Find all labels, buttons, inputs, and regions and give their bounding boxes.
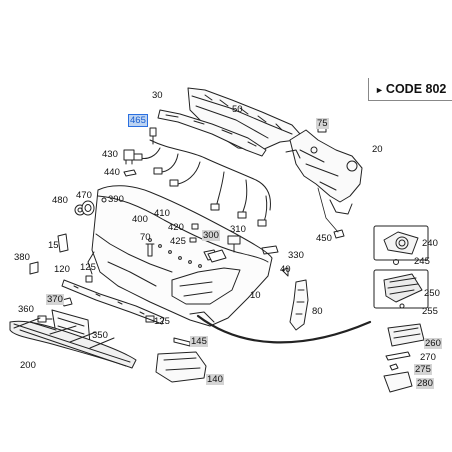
part-125-clip-upper: [85, 275, 93, 283]
part-label-390[interactable]: 390: [108, 194, 124, 205]
part-145-strip: [173, 337, 191, 347]
part-360-screw: [37, 315, 53, 323]
part-245-clip: [393, 259, 399, 265]
part-255-clip: [399, 303, 405, 309]
part-120-rail: [61, 279, 165, 325]
part-label-465[interactable]: 465: [128, 114, 148, 127]
part-label-15[interactable]: 15: [48, 240, 59, 251]
part-label-280[interactable]: 280: [416, 378, 434, 389]
part-label-275[interactable]: 275: [414, 364, 432, 375]
part-label-440[interactable]: 440: [104, 167, 120, 178]
part-470-sensor: [81, 200, 95, 216]
part-label-140[interactable]: 140: [206, 374, 224, 385]
part-200-mesh-grille: [9, 317, 137, 369]
part-label-270[interactable]: 270: [420, 352, 436, 363]
part-label-10[interactable]: 10: [250, 290, 261, 301]
part-label-450[interactable]: 450: [316, 233, 332, 244]
part-330-bracket: [261, 245, 279, 255]
part-label-400[interactable]: 400: [132, 214, 148, 225]
part-label-70[interactable]: 70: [140, 232, 151, 243]
code-box: ►CODE 802: [368, 78, 452, 101]
part-250-grille: [373, 269, 429, 309]
part-label-420[interactable]: 420: [168, 222, 184, 233]
part-label-480[interactable]: 480: [52, 195, 68, 206]
part-label-410[interactable]: 410: [154, 208, 170, 219]
part-420-clip: [191, 223, 199, 230]
part-10-bumper-cover: [87, 185, 273, 327]
part-label-470[interactable]: 470: [76, 190, 92, 201]
part-430-clip: [123, 149, 135, 165]
part-260-fog-cover: [387, 323, 425, 347]
part-label-255[interactable]: 255: [422, 306, 438, 317]
part-label-125-lower[interactable]: 125: [154, 316, 170, 327]
part-15-bracket: [57, 233, 69, 253]
part-300-cover: [207, 249, 227, 263]
arrow-right-icon: ►: [375, 85, 384, 95]
part-310-sensor: [227, 235, 241, 253]
part-label-370[interactable]: 370: [46, 294, 64, 305]
part-450-bolt: [333, 229, 345, 239]
part-30-bracket: [157, 109, 267, 157]
part-label-75[interactable]: 75: [316, 118, 329, 129]
part-20-side-mount: [285, 129, 363, 215]
part-label-50[interactable]: 50: [232, 104, 243, 115]
part-label-250[interactable]: 250: [424, 288, 440, 299]
part-label-330[interactable]: 330: [288, 250, 304, 261]
part-70-bolt: [145, 243, 155, 257]
part-label-240[interactable]: 240: [422, 238, 438, 249]
part-240-fog-lamp-trim: [373, 225, 429, 261]
part-270-strip: [385, 351, 411, 361]
part-label-40[interactable]: 40: [280, 264, 291, 275]
part-40-clip: [281, 267, 289, 277]
part-label-145[interactable]: 145: [190, 336, 208, 347]
part-275-clip: [389, 363, 399, 371]
part-label-380[interactable]: 380: [14, 252, 30, 263]
part-label-425[interactable]: 425: [170, 236, 186, 247]
part-label-245[interactable]: 245: [414, 256, 430, 267]
code-label: CODE 802: [385, 82, 447, 96]
part-label-310[interactable]: 310: [230, 224, 246, 235]
part-140-panel: [155, 351, 207, 383]
part-label-80[interactable]: 80: [312, 306, 323, 317]
part-label-300[interactable]: 300: [202, 230, 220, 241]
part-125-clip-lower: [145, 315, 155, 323]
part-label-120[interactable]: 120: [54, 264, 70, 275]
part-380-clip: [29, 261, 39, 275]
part-label-20[interactable]: 20: [372, 144, 383, 155]
part-425-screw: [189, 237, 197, 243]
part-465-clip: [149, 127, 157, 145]
part-label-260[interactable]: 260: [424, 338, 442, 349]
part-label-350[interactable]: 350: [92, 330, 108, 341]
part-440-clip: [123, 169, 137, 177]
part-label-360[interactable]: 360: [18, 304, 34, 315]
part-50-reinforcement-bar: [187, 87, 301, 151]
part-80-bracket: [289, 279, 309, 331]
part-280-trim: [383, 371, 413, 393]
part-label-125-upper[interactable]: 125: [80, 262, 96, 273]
part-label-200[interactable]: 200: [20, 360, 36, 371]
part-label-30[interactable]: 30: [152, 90, 163, 101]
part-label-430[interactable]: 430: [102, 149, 118, 160]
wiring-harness: [133, 139, 271, 227]
